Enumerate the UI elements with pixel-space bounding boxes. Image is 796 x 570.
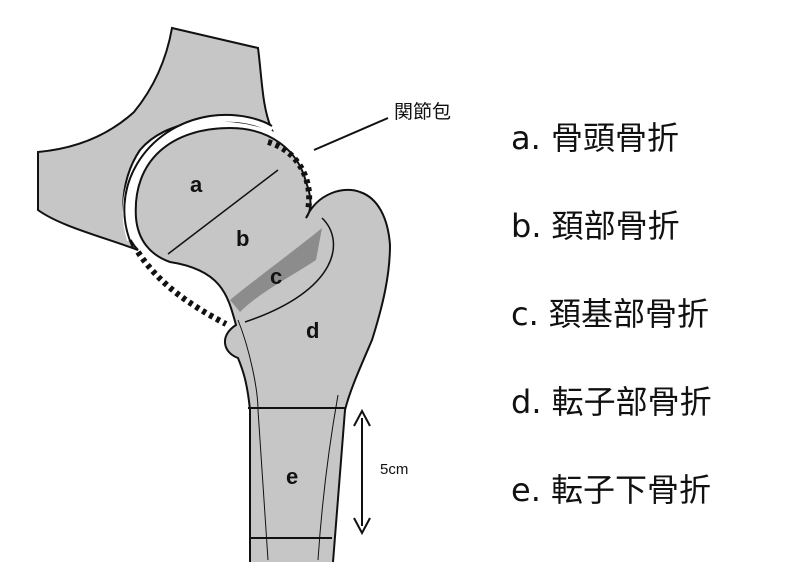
region-label-c: c [270, 264, 282, 289]
head-neck-division-line [167, 169, 279, 255]
region-label-d: d [306, 318, 319, 343]
legend-item-e: e. 転子下骨折 [511, 471, 712, 509]
legend-item-c: c. 頚基部骨折 [511, 295, 709, 333]
trochanter-line [244, 217, 335, 323]
acetabulum-rim [123, 113, 273, 249]
capsule-lower [135, 250, 228, 327]
region-label-e: e [286, 464, 298, 489]
neck-base-band [230, 228, 322, 312]
femur [134, 126, 392, 563]
joint-space [122, 115, 274, 241]
scale-arrow-head-bottom [353, 517, 371, 536]
capsule-label: 関節包 [394, 101, 451, 123]
scale-arrow-head-top [353, 408, 371, 427]
legend-item-d: d. 転子部骨折 [511, 383, 712, 421]
legend-item-b: b. 頚部骨折 [511, 207, 680, 245]
capsule-leader-line [313, 117, 389, 151]
region-label-b: b [236, 226, 249, 251]
scale-label: 5cm [380, 461, 408, 478]
region-label-a: a [190, 172, 203, 197]
fracture-type-legend: a. 骨頭骨折 b. 頚部骨折 c. 頚基部骨折 d. 転子部骨折 e. 転子下… [511, 112, 712, 552]
legend-item-a: a. 骨頭骨折 [511, 119, 679, 157]
capsule-upper [267, 139, 313, 211]
inner-cortex-right [317, 394, 339, 561]
